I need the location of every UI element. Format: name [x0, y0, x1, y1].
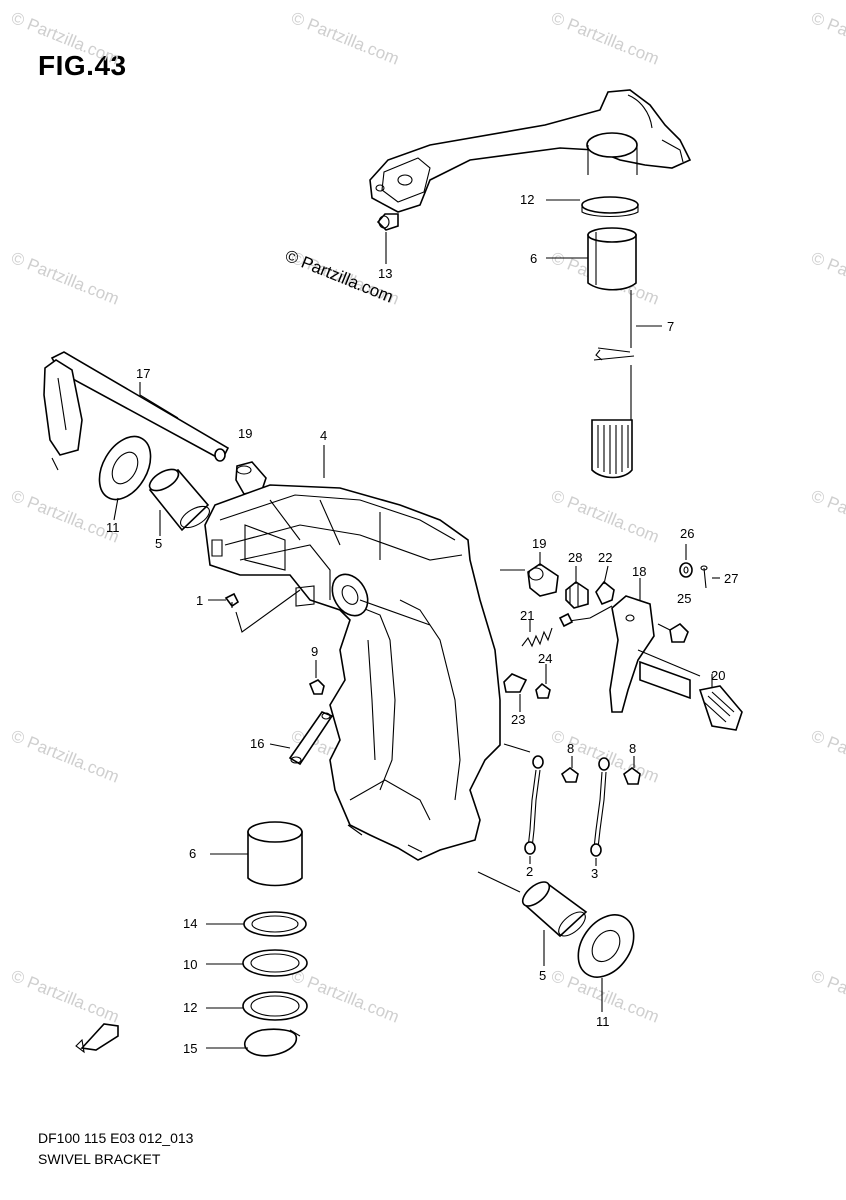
callout-12: 12	[183, 1000, 197, 1015]
part-10-ring	[242, 949, 308, 977]
watermark-3-4: © Partzilla.com	[809, 966, 846, 1027]
watermark-0-1: © Partzilla.com	[9, 248, 122, 309]
part-12-ring-top	[581, 196, 639, 218]
figure-title: FIG.43	[38, 50, 127, 81]
callout-27: 27	[724, 571, 738, 586]
part-15-snap-ring	[243, 1028, 301, 1057]
watermark-3-0: © Partzilla.com	[809, 8, 846, 69]
callout-8: 8	[567, 741, 574, 756]
callout-1: 1	[196, 593, 203, 608]
callout-8: 8	[629, 741, 636, 756]
watermark-3-2: © Partzilla.com	[809, 486, 846, 547]
callout-3: 3	[591, 866, 598, 881]
callout-2: 2	[526, 864, 533, 879]
watermark-2-0: © Partzilla.com	[549, 8, 662, 69]
callout-16: 16	[250, 736, 264, 751]
callout-22: 22	[598, 550, 612, 565]
part-13-bolt	[376, 213, 399, 231]
part-5-bushing-left	[148, 468, 210, 532]
part-18-lever	[609, 595, 701, 713]
steering-arm-drawing	[369, 89, 692, 213]
callout-25: 25	[677, 591, 691, 606]
part-22-hook	[595, 580, 615, 606]
watermark-0-4: © Partzilla.com	[9, 966, 122, 1027]
callout-13: 13	[378, 266, 392, 281]
part-2-ground-wire	[524, 755, 544, 855]
callout-5: 5	[539, 968, 546, 983]
callout-19: 19	[238, 426, 252, 441]
callout-10: 10	[183, 957, 197, 972]
part-6-bushing-top	[587, 227, 637, 291]
watermark-1-4: © Partzilla.com	[289, 966, 402, 1027]
part-24-bolt	[535, 682, 551, 699]
diagram-code: DF100 115 E03 012_013	[38, 1130, 194, 1146]
callout-24: 24	[538, 651, 552, 666]
callout-21: 21	[520, 608, 534, 623]
part-8-bolt-left	[560, 767, 579, 783]
callout-17: 17	[136, 366, 150, 381]
part-4-swivel-bracket	[204, 484, 525, 861]
part-5-bushing-right	[521, 881, 588, 938]
part-3-ground-wire	[590, 757, 610, 857]
callout-6: 6	[189, 846, 196, 861]
callout-4: 4	[320, 428, 327, 443]
callout-19: 19	[532, 536, 546, 551]
part-28-collar	[565, 581, 589, 609]
part-12-ring-bottom	[242, 991, 308, 1021]
watermark-0-0: © Partzilla.com	[9, 8, 122, 69]
watermark-0-3: © Partzilla.com	[9, 726, 122, 787]
callout-7: 7	[667, 319, 674, 334]
callout-9: 9	[311, 644, 318, 659]
part-19-bushing-right	[527, 563, 559, 597]
part-14-ring	[243, 911, 307, 937]
part-16-lever	[288, 711, 334, 766]
watermark-3-1: © Partzilla.com	[809, 248, 846, 309]
callout-15: 15	[183, 1041, 197, 1056]
part-1-grease-nipple	[224, 592, 240, 608]
callout-18: 18	[632, 564, 646, 579]
callout-11: 11	[596, 1014, 610, 1029]
part-6-bushing-bottom	[247, 821, 303, 887]
part-21-spring	[521, 627, 553, 648]
part-9-bolt	[308, 679, 325, 695]
callout-labels: 12 6 13 7 17 19 4 11 5 1 19 28 22 26 18 …	[106, 192, 738, 1056]
callout-6: 6	[530, 251, 537, 266]
callout-23: 23	[511, 712, 525, 727]
part-26-washer	[679, 562, 693, 578]
forward-arrow-icon	[75, 1023, 119, 1054]
callout-20: 20	[711, 668, 725, 683]
part-23-plate	[503, 673, 528, 693]
section-name: SWIVEL BRACKET	[38, 1151, 161, 1167]
watermark-3-3: © Partzilla.com	[809, 726, 846, 787]
callout-12: 12	[520, 192, 534, 207]
part-25-collar	[669, 622, 689, 643]
watermark-1-0: © Partzilla.com	[289, 8, 402, 69]
callout-28: 28	[568, 550, 582, 565]
part-7-steering-shaft	[591, 290, 635, 479]
part-27-pin	[700, 565, 708, 589]
part-17-tilt-tube	[43, 351, 230, 471]
leader-lines	[113, 199, 720, 1049]
part-11-washer-right	[577, 914, 635, 978]
part-11-washer-left	[98, 435, 152, 501]
callout-5: 5	[155, 536, 162, 551]
watermark-2-2: © Partzilla.com	[549, 486, 662, 547]
callout-26: 26	[680, 526, 694, 541]
callout-14: 14	[183, 916, 197, 931]
part-8-bolt-right	[623, 767, 641, 785]
part-20-grip	[639, 660, 743, 731]
part-22-link	[558, 605, 613, 628]
callout-11: 11	[106, 520, 120, 535]
